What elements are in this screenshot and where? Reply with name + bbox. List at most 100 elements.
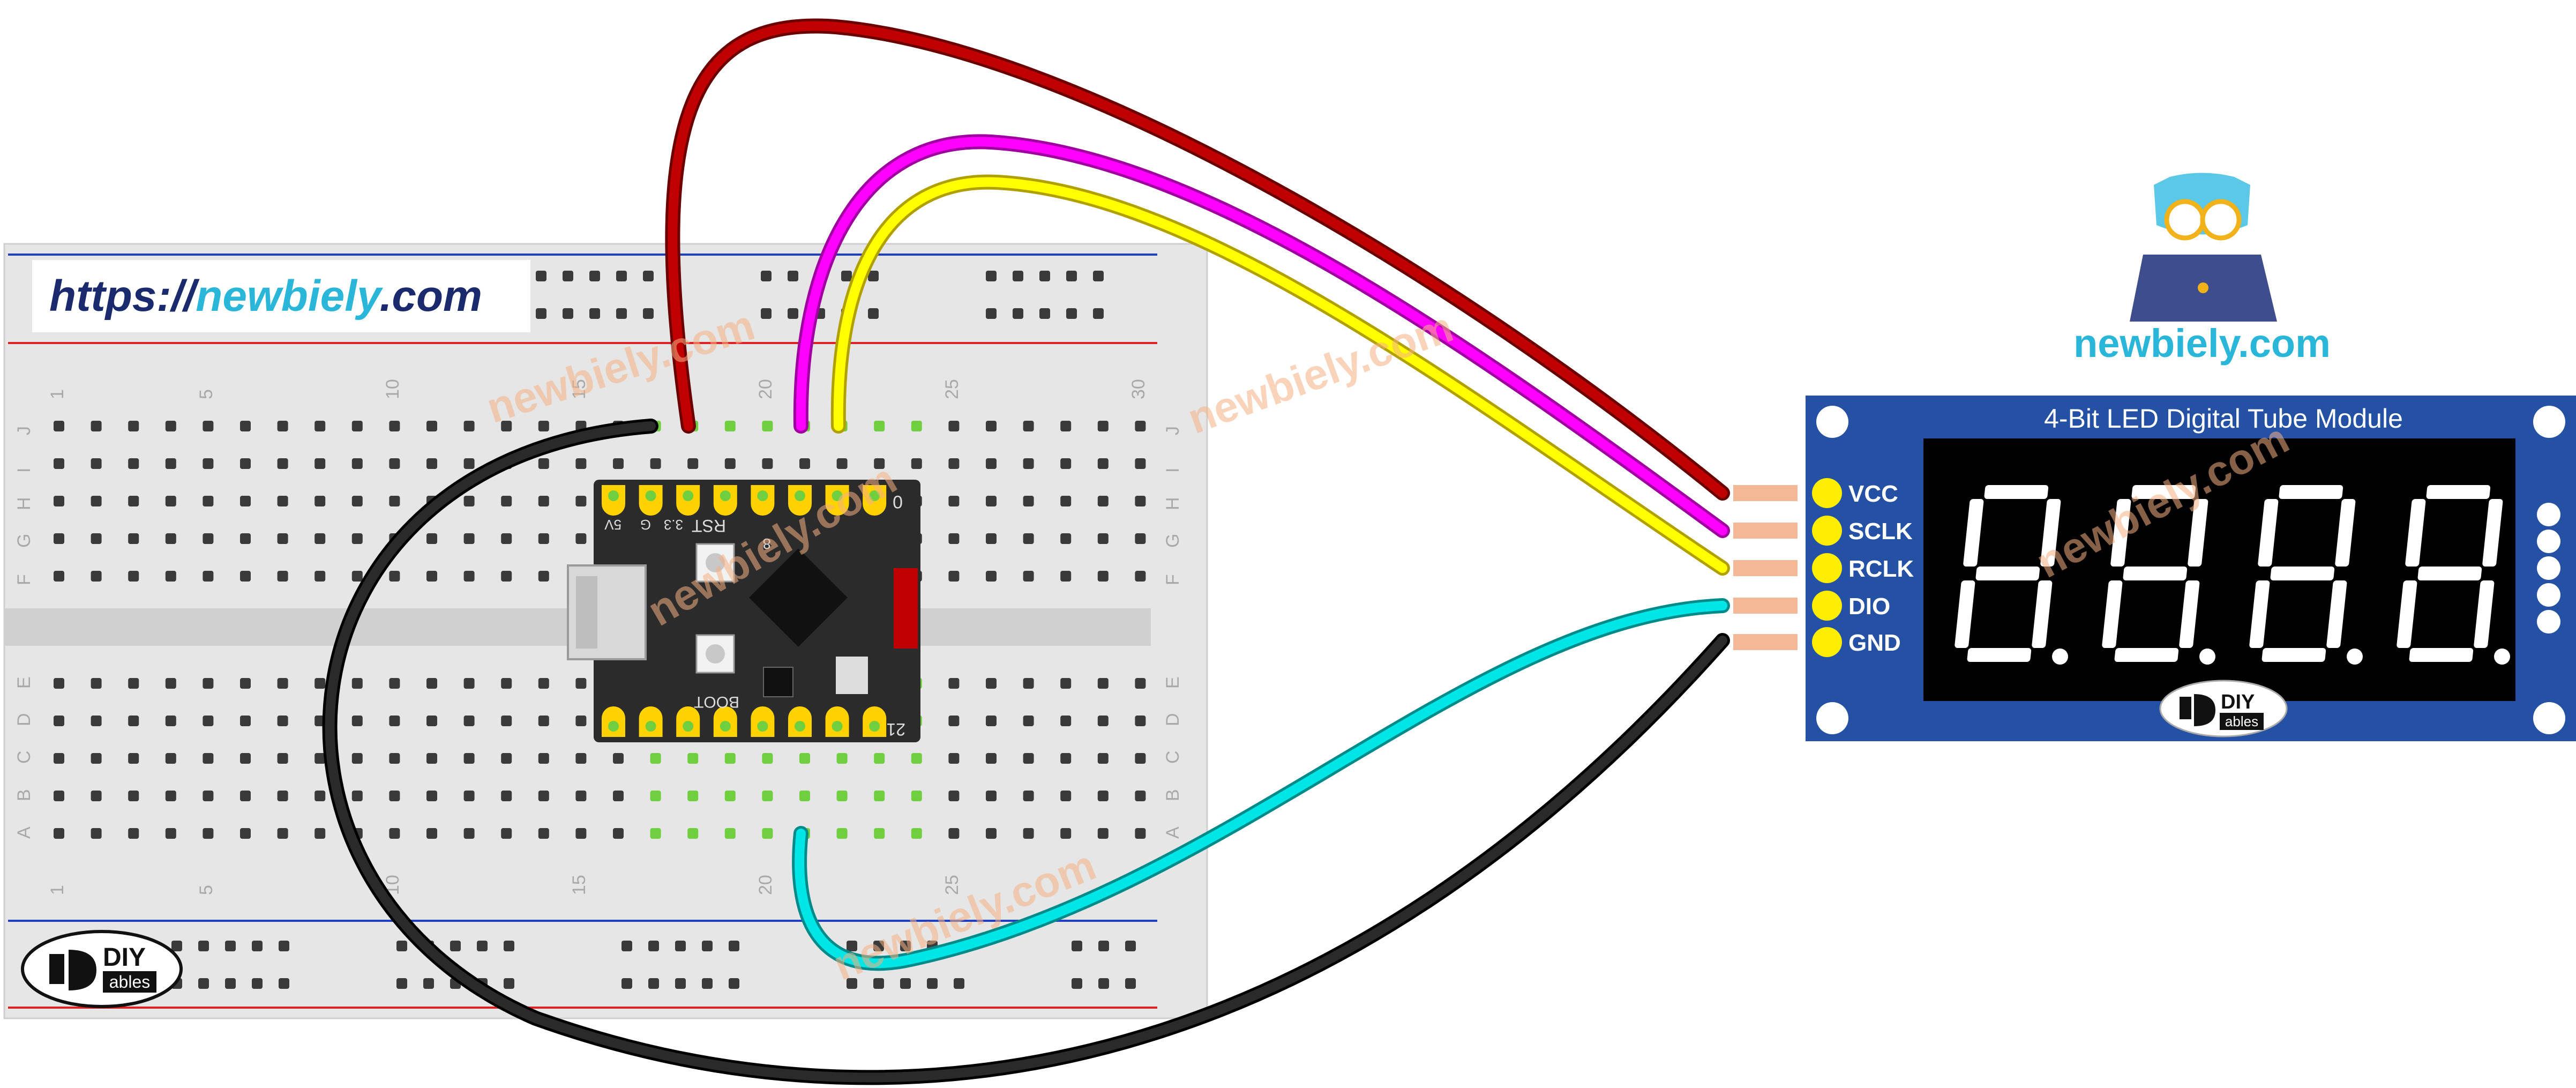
rst-button (695, 543, 735, 583)
pin-label-dio: DIO (1848, 593, 1890, 620)
rail-hole (1093, 271, 1104, 281)
rail-hole (396, 978, 407, 989)
breadboard-hole (351, 571, 363, 582)
breadboard-hole (538, 753, 549, 764)
url-banner[interactable]: https://newbiely.com (32, 260, 530, 332)
breadboard-hole (1023, 828, 1034, 839)
rail-hole (504, 941, 514, 951)
segment (2249, 580, 2270, 648)
pin-pad-rclk (1812, 553, 1842, 583)
breadboard-hole (874, 791, 885, 801)
svg-text:1: 1 (47, 885, 68, 895)
breadboard-hole (351, 458, 363, 469)
breadboard-hole (687, 753, 699, 764)
rail-hole (702, 941, 713, 951)
segment (1984, 485, 2049, 499)
segment (2270, 567, 2335, 580)
breadboard-hole (986, 753, 997, 764)
breadboard-hole (128, 753, 139, 764)
breadboard-hole (874, 421, 885, 431)
pin-header-gnd (1733, 634, 1798, 650)
vcc-wire[interactable] (668, 21, 1727, 498)
breadboard-hole (240, 421, 251, 431)
svg-text:J: J (14, 426, 34, 435)
breadboard-hole (501, 828, 512, 839)
breadboard-hole (874, 458, 885, 469)
breadboard-hole (351, 678, 363, 689)
svg-text:I: I (14, 468, 34, 473)
segment (2426, 485, 2491, 499)
rail-hole (1072, 941, 1082, 951)
brand-logo: newbiely.com (2073, 173, 2331, 366)
breadboard-hole (165, 458, 176, 469)
breadboard-hole (501, 753, 512, 764)
breadboard-hole (650, 753, 661, 764)
svg-text:5: 5 (196, 389, 216, 399)
breadboard-hole (948, 716, 960, 726)
rclk-wire[interactable] (833, 177, 1727, 573)
breadboard-hole (54, 421, 64, 431)
breadboard-hole (836, 458, 848, 469)
svg-text:B: B (1163, 789, 1183, 801)
breadboard-hole (277, 533, 288, 544)
breadboard-hole (538, 421, 549, 431)
breadboard-hole (575, 753, 587, 764)
label-8: 8 (762, 535, 771, 552)
rail-hole (643, 308, 654, 319)
breadboard-hole (463, 496, 475, 506)
breadboard-hole (575, 678, 587, 689)
breadboard-hole (986, 791, 997, 801)
label-5v: 5V (604, 517, 621, 533)
breadboard-hole (277, 571, 288, 582)
breadboard-hole (1023, 791, 1034, 801)
breadboard-hole (240, 458, 251, 469)
breadboard-hole (1097, 716, 1109, 726)
pin-header-vcc (1733, 485, 1798, 501)
rail-hole (868, 308, 879, 319)
mount-hole-bl (1816, 702, 1848, 734)
rail-hole (477, 941, 488, 951)
label-0: 0 (893, 491, 903, 512)
segment (2102, 580, 2123, 648)
header-pads-bottom (602, 706, 887, 737)
svg-text:A: A (14, 826, 34, 839)
breadboard-hole (538, 716, 549, 726)
breadboard-hole (463, 791, 475, 801)
rail-hole (589, 271, 600, 281)
breadboard-hole (538, 496, 549, 506)
breadboard-hole (240, 828, 251, 839)
breadboard-hole (54, 571, 64, 582)
sclk-wire[interactable] (796, 137, 1727, 535)
breadboard-hole (54, 678, 64, 689)
breadboard-hole (54, 458, 64, 469)
segment (2397, 580, 2417, 648)
rail-hole (873, 978, 884, 989)
svg-text:H: H (1163, 497, 1183, 510)
rail-hole (986, 308, 997, 319)
breadboard-hole (277, 458, 288, 469)
dio-wire[interactable] (795, 601, 1727, 968)
breadboard-hole (203, 496, 214, 506)
rail-hole (648, 978, 659, 989)
rail-hole (1013, 271, 1023, 281)
breadboard-hole (724, 753, 736, 764)
svg-text:DIY: DIY (103, 943, 146, 972)
breadboard-hole (613, 791, 624, 801)
breadboard-hole (1135, 421, 1146, 431)
breadboard-hole (948, 458, 960, 469)
wires (322, 18, 1730, 1085)
breadboard-hole (799, 753, 810, 764)
rail-hole (423, 978, 434, 989)
breadboard-hole (1135, 458, 1146, 469)
gnd-wire[interactable] (325, 421, 1727, 1083)
breadboard-hole (463, 533, 475, 544)
breadboard-hole (91, 421, 102, 431)
breadboard-hole (277, 716, 288, 726)
mount-hole-tr (2533, 406, 2565, 438)
column-numbers-top: 1 5 10 15 20 25 30 (47, 379, 1149, 399)
rail-hole (761, 308, 772, 319)
breadboard-hole (1023, 533, 1034, 544)
rail-hole (729, 978, 739, 989)
breadboard-hole (277, 496, 288, 506)
